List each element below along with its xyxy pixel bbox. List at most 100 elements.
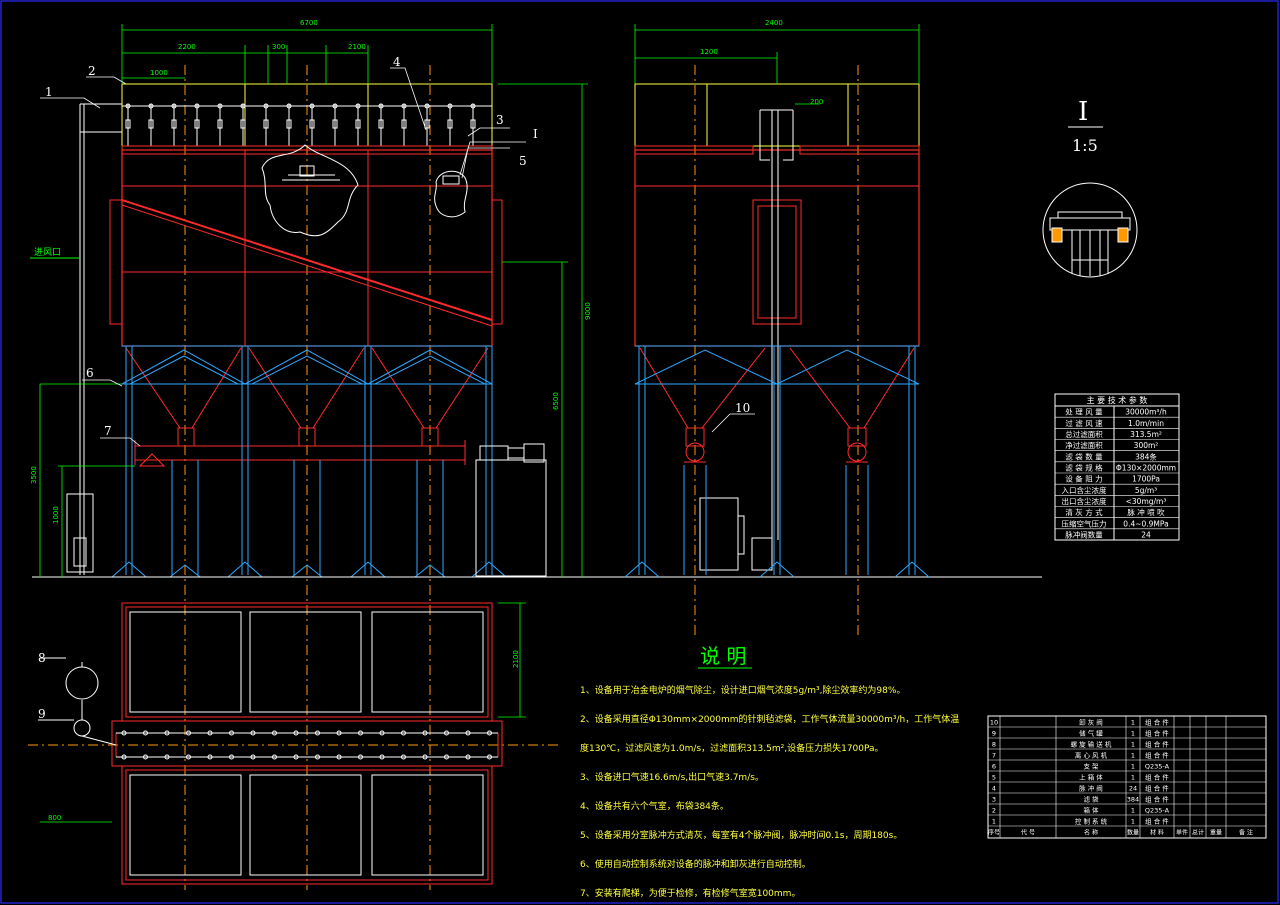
balloon-9: 9 (38, 707, 46, 721)
note-line: 度130℃，过滤风速为1.0m/s，过滤面积313.5m²,设备压力损失1700… (580, 742, 884, 754)
dim-side-pipe: 200 (810, 98, 823, 106)
parts-cell: 组 合 件 (1145, 740, 1169, 749)
parts-cell: 7 (992, 752, 996, 760)
tech-param-name: 清 灰 方 式 (1065, 507, 1103, 517)
tech-param-name: 入口含尘浓度 (1062, 485, 1107, 495)
dim-plan-height: 2100 (512, 650, 520, 668)
parts-cell: 9 (992, 730, 996, 738)
balloon-8: 8 (38, 651, 46, 665)
inlet-label: 进风口 (34, 247, 61, 258)
dim-front-sub3: 2100 (348, 43, 366, 51)
balloon-3: 3 (496, 113, 504, 127)
note-line: 3、设备进口气速16.6m/s,出口气速3.7m/s。 (580, 771, 764, 783)
parts-cell: 组 合 件 (1145, 751, 1169, 760)
tech-param-name: 过 滤 风 速 (1065, 418, 1103, 428)
tech-param-name: 设 备 阻 力 (1065, 474, 1102, 484)
parts-cell: 6 (992, 763, 996, 771)
dim-left-height: 3500 (30, 466, 38, 484)
dim-left-small: 1000 (52, 506, 60, 524)
parts-cell: 脉 冲 阀 (1079, 784, 1103, 793)
parts-cell: 1 (1131, 741, 1135, 749)
side-elevation: 2400 1200 200 10 (624, 19, 930, 635)
parts-cell: 离 心 风 机 (1075, 751, 1108, 760)
tech-table-title: 主 要 技 术 参 数 (1087, 395, 1148, 405)
parts-cell: 1 (1131, 807, 1135, 815)
parts-cell: 10 (990, 719, 998, 727)
parts-cell: 384 (1127, 796, 1139, 804)
tech-param-value: 30000m³/h (1125, 408, 1167, 417)
parts-cell: 组 合 件 (1145, 795, 1169, 804)
balloon-5: 5 (519, 154, 527, 168)
parts-cell: 组 合 件 (1145, 784, 1169, 793)
parts-header-cell: 重量 (1210, 829, 1222, 837)
parts-header-cell: 序号 (988, 829, 1000, 837)
parts-cell: 支 架 (1083, 762, 1099, 771)
parts-cell: 1 (1131, 763, 1135, 771)
tech-param-value: 1700Pa (1132, 475, 1160, 484)
parts-header-cell: 材 料 (1150, 829, 1164, 837)
parts-cell: 24 (1129, 785, 1137, 793)
tech-param-name: 处 理 风 量 (1065, 407, 1103, 417)
parts-cell: 3 (992, 796, 996, 804)
tech-param-value: 300m² (1134, 441, 1159, 450)
parts-cell: 1 (1131, 730, 1135, 738)
parts-cell: 8 (992, 741, 996, 749)
parts-header-cell: 数量 (1127, 829, 1139, 837)
tech-param-name: 脉冲阀数量 (1065, 530, 1103, 540)
parts-cell: Q235-A (1145, 763, 1170, 771)
parts-cell: 5 (992, 774, 996, 782)
dim-plan-left: 800 (48, 814, 61, 822)
note-line: 5、设备采用分室脉冲方式清灰，每室有4个脉冲阀，脉冲时间0.1s，周期180s。 (580, 829, 902, 841)
note-line: 6、使用自动控制系统对设备的脉冲和卸灰进行自动控制。 (580, 858, 811, 870)
parts-cell: 1 (992, 818, 996, 826)
parts-cell: 1 (1131, 719, 1135, 727)
note-line: 1、设备用于冶金电炉的烟气除尘，设计进口烟气浓度5g/m³,除尘效率约为98%。 (580, 684, 905, 696)
dim-front-sub1: 2200 (178, 43, 196, 51)
parts-cell: 储 气 罐 (1079, 729, 1103, 738)
parts-cell: 1 (1131, 752, 1135, 760)
dim-front-mid-height: 6500 (552, 392, 560, 410)
parts-cell: 螺 旋 输 送 机 (1071, 740, 1112, 749)
callout-I: I (533, 127, 538, 141)
parts-cell: 4 (992, 785, 996, 793)
plan-view: 2100 800 8 9 (38, 602, 526, 885)
parts-list: 10 卸 灰 阀 1 组 合 件 9 储 气 罐 1 组 合 件 8 螺 旋 输 送 机 1 组 合 … (987, 715, 1267, 839)
tech-param-name: 滤 袋 规 格 (1065, 463, 1103, 473)
parts-header-cell: 总计 (1192, 829, 1204, 837)
dim-front-sub2: 300 (272, 43, 285, 51)
dim-side-total: 2400 (765, 19, 783, 27)
tech-param-name: 滤 袋 数 量 (1065, 451, 1103, 461)
parts-cell: 组 合 件 (1145, 729, 1169, 738)
dim-side-sub: 1200 (700, 48, 718, 56)
parts-cell: 箱 体 (1083, 806, 1099, 815)
parts-cell: 1 (1131, 818, 1135, 826)
parts-header-cell: 代 号 (1021, 829, 1035, 837)
tech-table: 主 要 技 术 参 数 处 理 风 量 30000m³/h 过 滤 风 速 1.0m/… (1054, 393, 1180, 541)
parts-cell: 上 箱 体 (1079, 773, 1103, 782)
tech-param-value: 1.0m/min (1128, 419, 1164, 428)
tech-param-name: 净过滤面积 (1065, 440, 1103, 450)
note-line: 4、设备共有六个气室，布袋384条。 (580, 800, 729, 812)
tech-param-value: 24 (1141, 531, 1151, 540)
parts-cell: 卸 灰 阀 (1079, 718, 1103, 727)
balloon-6: 6 (86, 366, 94, 380)
note-line: 2、设备采用直径Φ130mm×2000mm的针刺毡滤袋，工作气体流量30000m… (580, 713, 959, 725)
parts-cell: 滤 袋 (1083, 795, 1099, 804)
front-elevation: 6700 2200 300 2100 1000 9000 6500 3500 1… (28, 19, 1042, 890)
notes: 说 明 1、设备用于冶金电炉的烟气除尘，设计进口烟气浓度5g/m³,除尘效率约为… (580, 644, 959, 899)
tech-param-value: <30mg/m³ (1126, 497, 1167, 506)
dim-front-sub4: 1000 (150, 69, 168, 77)
tech-param-value: 384条 (1135, 451, 1157, 461)
parts-cell: Q235-A (1145, 807, 1170, 815)
note-line: 7、安装有爬梯，为便于检修，有检修气室宽100mm。 (580, 887, 800, 899)
detail-label: I (1078, 97, 1088, 127)
tech-param-value: 313.5m² (1130, 430, 1162, 439)
notes-title: 说 明 (700, 644, 746, 668)
parts-cell: 组 合 件 (1145, 718, 1169, 727)
parts-header-cell: 单件 (1176, 829, 1188, 837)
tech-param-value: 脉 冲 喷 吹 (1127, 507, 1165, 517)
dim-front-height: 9000 (584, 302, 592, 320)
tech-param-name: 压缩空气压力 (1062, 518, 1107, 528)
balloon-4: 4 (393, 55, 401, 69)
